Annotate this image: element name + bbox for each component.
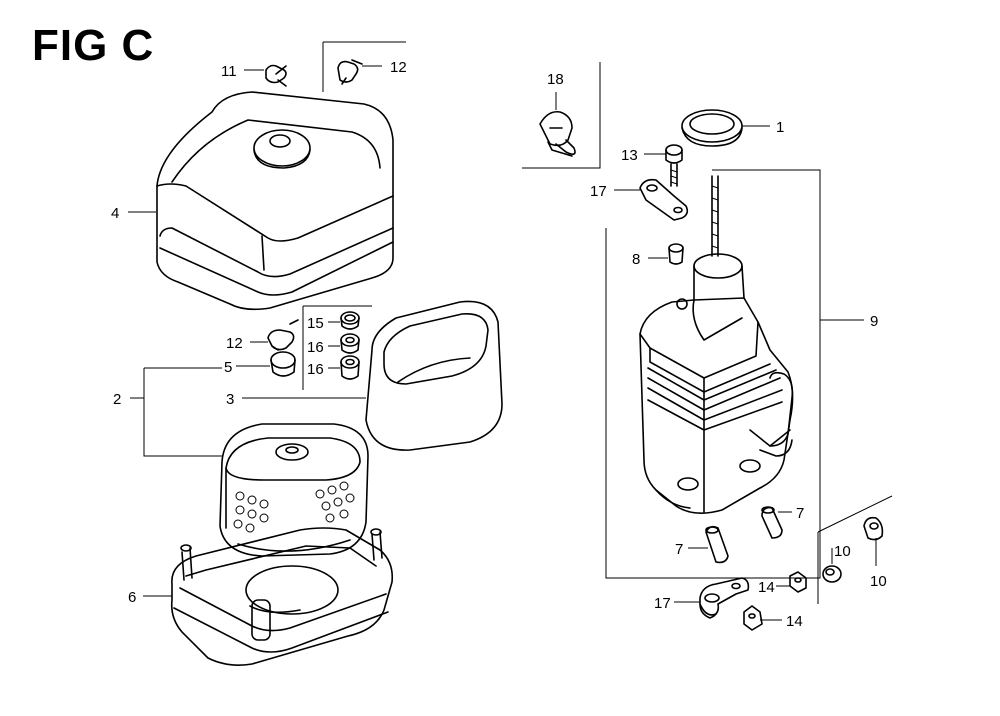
callout-12-top: 12 <box>390 59 407 76</box>
part-12-wing-nut-top <box>337 59 363 85</box>
callout-6: 6 <box>128 589 136 606</box>
callout-8: 8 <box>632 251 640 268</box>
callout-14-upper: 14 <box>758 579 775 596</box>
callout-14-lower: 14 <box>786 613 803 630</box>
part-13-bolt <box>665 144 683 187</box>
part-1-seal-ring <box>681 109 743 147</box>
callout-18: 18 <box>547 71 564 88</box>
part-10-grommet-left <box>822 565 842 583</box>
part-5-grommet <box>270 351 296 377</box>
part-14-nut-lower <box>743 605 763 631</box>
part-7-pin-right <box>761 506 783 539</box>
callout-10-right: 10 <box>870 573 887 590</box>
right-leader-lines <box>555 92 877 621</box>
part-17-clamp-upper <box>639 178 689 221</box>
bracket-18 <box>522 62 601 169</box>
part-11-wing-nut <box>265 64 287 87</box>
bracket-10 <box>817 495 893 604</box>
part-7-pin-left <box>705 525 729 564</box>
part-12-wing-nut-lower <box>267 319 299 351</box>
callout-7-left: 7 <box>675 541 683 558</box>
part-16-spacer-b <box>340 355 360 380</box>
bracket-15-16 <box>302 305 372 390</box>
left-leader-lines <box>128 65 382 597</box>
callout-16-a: 16 <box>307 339 324 356</box>
figure-title: FIG C <box>32 21 155 70</box>
callout-10-left: 10 <box>834 543 851 560</box>
part-17-clamp-lower <box>699 577 750 619</box>
callout-9: 9 <box>870 313 878 330</box>
part-10-grommet-right <box>863 516 884 541</box>
callout-3: 3 <box>226 391 234 408</box>
callout-13: 13 <box>621 147 638 164</box>
part-8-cap <box>668 243 684 265</box>
callout-12-lower: 12 <box>226 335 243 352</box>
part-9-air-cleaner-case <box>639 175 794 514</box>
part-14-nut-upper <box>789 571 807 593</box>
bracket-9 <box>605 169 821 579</box>
callout-11: 11 <box>221 63 237 80</box>
part-18-clamp <box>539 110 576 157</box>
callout-labels: 11 12 4 12 5 15 16 16 2 3 6 18 1 13 17 8… <box>111 59 887 630</box>
part-3-foam-element <box>365 300 503 451</box>
callout-1: 1 <box>776 119 784 136</box>
part-4-air-cleaner-cover <box>156 91 394 311</box>
part-15-collar <box>340 311 360 330</box>
callout-16-b: 16 <box>307 361 324 378</box>
callout-17-upper: 17 <box>590 183 607 200</box>
part-2-paper-element <box>219 423 369 557</box>
callout-15: 15 <box>307 315 324 332</box>
callout-7-right: 7 <box>796 505 804 522</box>
part-16-spacer-a <box>340 333 360 354</box>
bracket-12-top <box>322 41 406 92</box>
callout-5: 5 <box>224 359 232 376</box>
part-6-air-cleaner-base <box>170 527 394 666</box>
callout-2: 2 <box>113 391 121 408</box>
callout-17-lower: 17 <box>654 595 671 612</box>
callout-4: 4 <box>111 205 119 222</box>
